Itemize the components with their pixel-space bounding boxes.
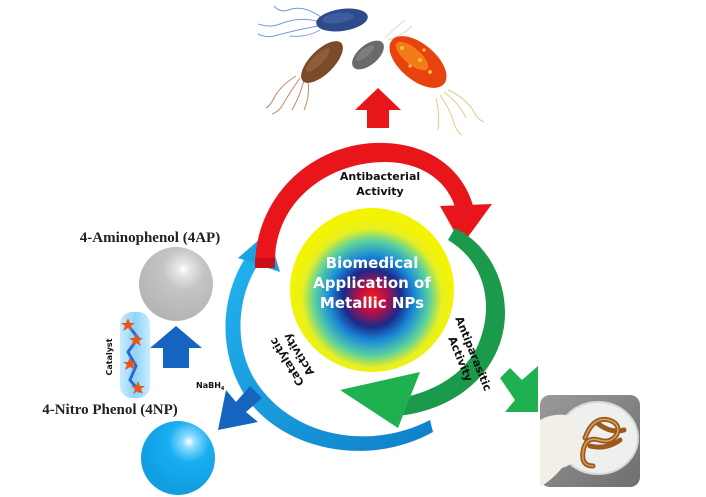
center-title-line-2: Application of — [313, 274, 431, 292]
catalyst-star-icons — [121, 318, 145, 394]
blue-bacterium — [257, 5, 368, 38]
antibacterial-up-arrow — [355, 88, 401, 128]
reagent-arrow — [218, 386, 262, 430]
antiparasitic-arc — [340, 228, 506, 428]
reactant-sphere — [141, 421, 215, 495]
reagent-name: NaBH — [196, 381, 221, 390]
catalyst-graphic — [120, 312, 150, 398]
catalyst-label: Catalyst — [105, 338, 114, 375]
reactant-label: 4-Nitro Phenol (4NP) — [42, 402, 178, 418]
antibacterial-arc — [255, 142, 492, 268]
center-title-line-1: Biomedical — [326, 254, 419, 272]
orange-bacterium — [389, 36, 485, 136]
reagent-label: NaBH4 — [196, 381, 225, 392]
parasites-photo — [540, 395, 640, 487]
reduction-up-arrow — [150, 326, 202, 368]
gray-bacterium — [352, 19, 413, 70]
product-label: 4-Aminophenol (4AP) — [80, 230, 220, 246]
center-title-line-3: Metallic NPs — [320, 294, 424, 312]
antibacterial-label-line-2: Activity — [356, 185, 403, 198]
product-sphere — [139, 247, 213, 321]
reagent-subscript: 4 — [221, 386, 225, 392]
antibacterial-label: Antibacterial Activity — [340, 170, 420, 198]
center-gradient-sphere — [290, 208, 454, 372]
antiparasitic-arrow — [500, 366, 538, 412]
center-title: Biomedical Application of Metallic NPs — [313, 254, 431, 312]
bacteria-illustration — [257, 5, 485, 136]
antibacterial-label-line-1: Antibacterial — [340, 170, 420, 183]
brown-bacterium — [265, 41, 343, 115]
